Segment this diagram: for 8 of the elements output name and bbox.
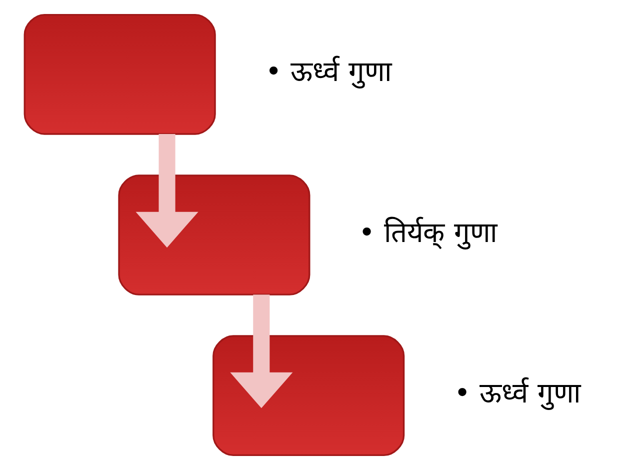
node-box: [24, 14, 216, 135]
node-box: [212, 335, 405, 456]
node-label: • तिर्यक् गुणा: [358, 216, 498, 249]
arrow: [230, 294, 293, 408]
node-label: • ऊर्ध्व गुणा: [454, 376, 580, 410]
arrow: [136, 134, 198, 248]
node-box: [118, 174, 310, 296]
node-label: • ऊर्ध्व गुणा: [265, 55, 392, 88]
